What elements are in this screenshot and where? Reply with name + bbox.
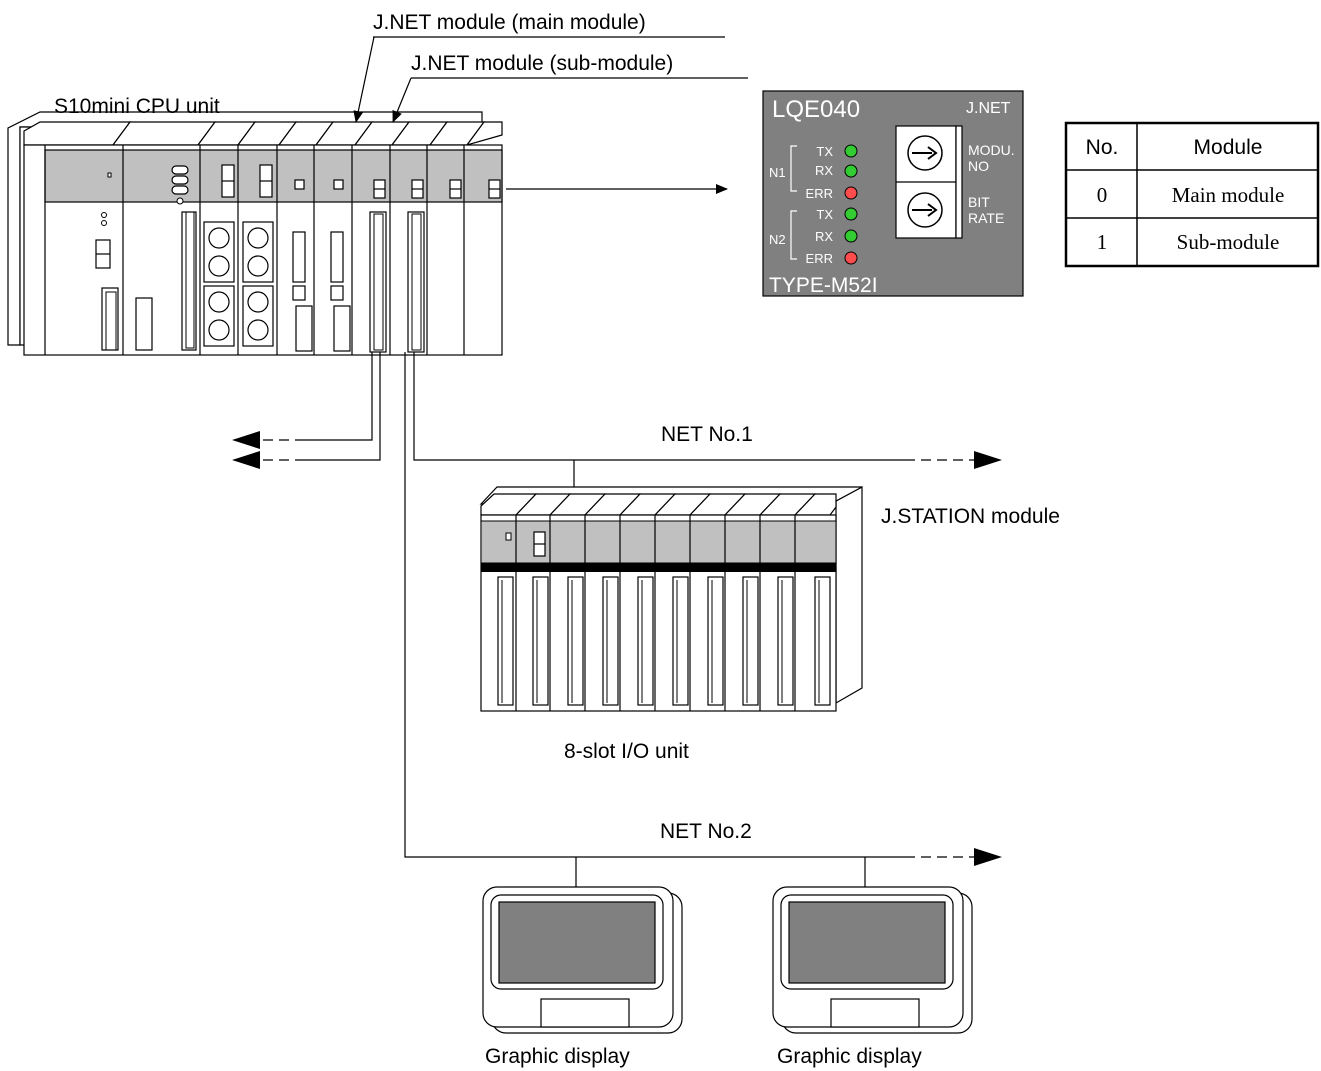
- err1-led-icon: [844, 186, 858, 200]
- table-cell: Sub-module: [1177, 230, 1280, 254]
- table-cell: Main module: [1172, 183, 1285, 207]
- switch1-label: MODU.: [968, 142, 1015, 158]
- net2-cable: [404, 352, 975, 887]
- panel-model: LQE040: [772, 96, 860, 123]
- io-unit: [479, 485, 863, 712]
- tx1-led-icon: [844, 144, 858, 158]
- bit-rate-switch-icon: [907, 192, 943, 228]
- module-table: No. Module 0 Main module 1 Sub-module: [1064, 121, 1320, 268]
- cpu-unit: [7, 111, 503, 356]
- net1-label: NET No.1: [661, 423, 753, 446]
- modu-no-switch-icon: [907, 135, 943, 171]
- panel-type: TYPE-M52I: [769, 274, 878, 297]
- rx2-led-icon: [844, 229, 858, 243]
- led-label: TX: [816, 207, 833, 222]
- table-cell: 1: [1097, 230, 1108, 254]
- switch2-label: BIT: [968, 194, 990, 210]
- lqe040-panel: LQE040 J.NET TYPE-M52I N1 N2 TX RX ERR T…: [762, 90, 1024, 297]
- io-unit-label: 8-slot I/O unit: [564, 740, 689, 763]
- led-label: ERR: [806, 251, 833, 266]
- sub-module-label: J.NET module (sub-module): [411, 52, 673, 75]
- display-1-label: Graphic display: [485, 1045, 630, 1068]
- n1-label: N1: [769, 165, 786, 180]
- err2-led-icon: [844, 251, 858, 265]
- main-module-label: J.NET module (main module): [373, 11, 646, 34]
- table-cell: 0: [1097, 183, 1108, 207]
- switch1-label: NO: [968, 158, 989, 174]
- led-label: RX: [815, 163, 833, 178]
- led-label: ERR: [806, 186, 833, 201]
- led-label: RX: [815, 229, 833, 244]
- jstation-label: J.STATION module: [881, 505, 1060, 528]
- cpu-unit-label: S10mini CPU unit: [54, 95, 220, 118]
- switch2-label: RATE: [968, 210, 1004, 226]
- display-2-label: Graphic display: [777, 1045, 922, 1068]
- n2-label: N2: [769, 232, 786, 247]
- rx1-led-icon: [844, 164, 858, 178]
- led-label: TX: [816, 144, 833, 159]
- table-header-module: Module: [1194, 136, 1263, 159]
- table-header-no: No.: [1086, 136, 1119, 159]
- net1-cable: [413, 352, 975, 487]
- main-module-cables: [245, 352, 381, 461]
- graphic-display-1: [482, 886, 683, 1034]
- panel-network: J.NET: [966, 100, 1011, 117]
- net2-label: NET No.2: [660, 820, 752, 843]
- tx2-led-icon: [844, 207, 858, 221]
- graphic-display-2: [772, 886, 973, 1034]
